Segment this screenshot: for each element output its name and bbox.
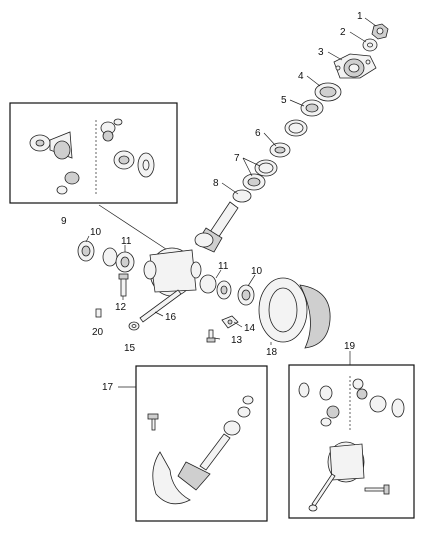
callout-13: 13 — [231, 335, 243, 346]
callout-4: 4 — [298, 71, 304, 82]
inset-9-leader — [98, 204, 173, 254]
pinion-bearing-outer — [300, 99, 324, 117]
pinion-seal — [314, 82, 342, 102]
callout-16: 16 — [165, 312, 177, 323]
callout-5: 5 — [281, 95, 287, 106]
pinion-bearing-inner — [242, 159, 278, 191]
pinion-shim — [232, 189, 252, 203]
pinion-nut — [371, 23, 389, 40]
pinion-washer — [362, 38, 378, 52]
callout-15: 15 — [124, 343, 136, 354]
callout-10-left: 10 — [90, 227, 102, 238]
companion-flange — [333, 53, 377, 79]
pinion-shaft — [139, 289, 182, 323]
drive-pinion — [194, 201, 239, 253]
callout-9: 9 — [61, 216, 67, 227]
callout-14: 14 — [244, 323, 256, 334]
callout-11-left: 11 — [121, 236, 132, 247]
callout-2: 2 — [340, 27, 346, 38]
side-bearing-right — [199, 274, 255, 306]
ring-gear-bolt — [118, 273, 129, 297]
bearing-cup — [284, 119, 308, 137]
callout-18: 18 — [266, 347, 278, 358]
callout-19: 19 — [344, 341, 356, 352]
callout-12: 12 — [115, 302, 127, 313]
inset-box-17 — [135, 365, 268, 522]
callout-17: 17 — [102, 382, 114, 393]
ring-gear — [258, 277, 331, 349]
inset-box-19 — [288, 364, 415, 519]
callout-10-right: 10 — [251, 266, 263, 277]
callout-8: 8 — [213, 178, 219, 189]
callout-3: 3 — [318, 47, 324, 58]
collapsible-spacer — [269, 142, 291, 158]
roll-pin — [95, 308, 102, 318]
snap-ring — [128, 321, 140, 331]
bolt-13 — [206, 329, 216, 343]
callout-1: 1 — [357, 11, 363, 22]
inset-17-parts — [147, 395, 254, 505]
inset-19-parts — [298, 376, 405, 512]
callout-6: 6 — [255, 128, 261, 139]
callout-20: 20 — [92, 327, 104, 338]
differential-carrier — [143, 247, 202, 297]
leader-lines — [85, 17, 377, 388]
callout-11-right: 11 — [218, 261, 229, 272]
inset-9-parts — [29, 118, 155, 196]
inset-box-9 — [9, 102, 178, 204]
callout-7: 7 — [234, 153, 240, 164]
bracket-14 — [221, 315, 239, 329]
